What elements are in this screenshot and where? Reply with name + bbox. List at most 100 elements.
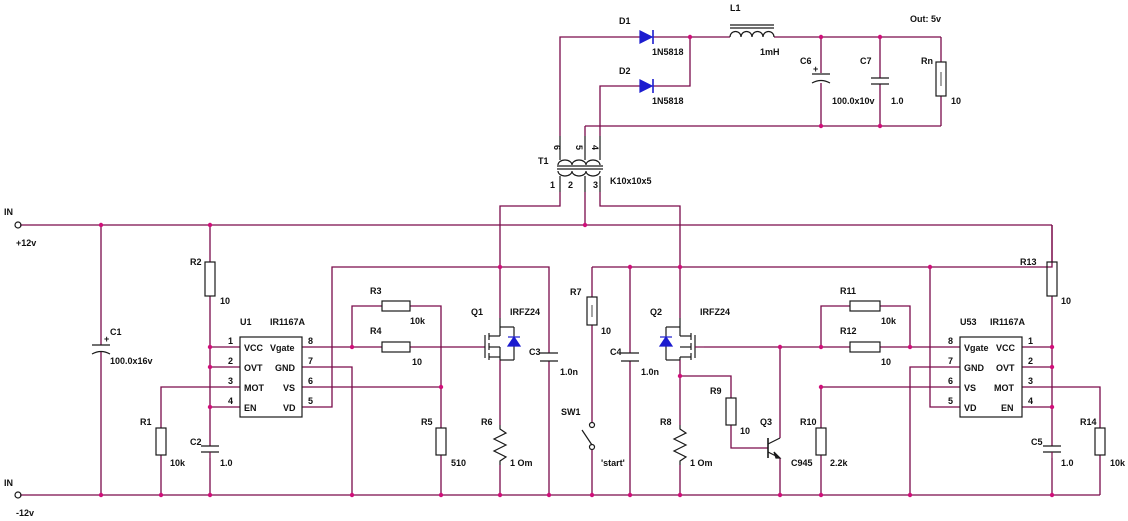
c1-ref-label: C1 xyxy=(110,327,122,337)
u53-pin3-wire xyxy=(1022,386,1101,428)
r9-top-wire xyxy=(680,375,732,398)
c5-capacitor-symbol xyxy=(1043,445,1061,453)
c1-value-label: 100.0x16v xyxy=(110,356,153,366)
u53-pin5-name: VD xyxy=(964,403,977,413)
r11-left-wire xyxy=(820,305,850,347)
t1-pin2-label: 2 xyxy=(568,180,573,190)
q2-ref-label: Q2 xyxy=(650,307,662,317)
q1-mosfet-symbol xyxy=(484,318,522,361)
junction-dot xyxy=(1049,492,1055,498)
t1-pin1-label: 1 xyxy=(550,180,555,190)
u53-pin1-name: VCC xyxy=(996,343,1016,353)
r10-ref-label: R10 xyxy=(800,417,817,427)
junction-dot xyxy=(1049,404,1055,410)
u1-pin6-name: VS xyxy=(283,383,295,393)
c2-value-label: 1.0 xyxy=(220,458,233,468)
l1-value-label: 1mH xyxy=(760,47,780,57)
r14-value-label: 10k xyxy=(1110,458,1126,468)
u1-pin7-name: GND xyxy=(275,363,296,373)
q3-part-label: C945 xyxy=(791,458,813,468)
r2-resistor-body xyxy=(204,261,216,297)
r10-value-label: 2.2k xyxy=(830,458,849,468)
junction-dot xyxy=(1049,364,1055,370)
d2-part-label: 1N5818 xyxy=(652,96,684,106)
r6-ref-label: R6 xyxy=(481,417,493,427)
u53-pin3-name: MOT xyxy=(994,383,1014,393)
d1-part-label: 1N5818 xyxy=(652,47,684,57)
c4-ref-label: C4 xyxy=(610,347,622,357)
u53-pin7-num: 7 xyxy=(948,356,953,366)
u53-part-label: IR1167A xyxy=(990,317,1026,327)
t1-pin3-wire xyxy=(599,192,681,318)
c5-ref-label: C5 xyxy=(1031,437,1043,447)
u1-pin7-num: 7 xyxy=(308,356,313,366)
in-plus12-terminal xyxy=(14,221,22,229)
u53-pin2-name: OVT xyxy=(996,363,1015,373)
junction-dot xyxy=(497,264,503,270)
t1-pin5-label: 5 xyxy=(574,145,584,150)
svg-text:+: + xyxy=(813,64,818,74)
u1-pin4-num: 4 xyxy=(228,396,233,406)
u1-ref-label: U1 xyxy=(240,317,252,327)
in-minus-label: IN xyxy=(4,478,13,488)
junction-dot xyxy=(818,384,824,390)
junction-dot xyxy=(207,492,213,498)
c3-ref-label: C3 xyxy=(529,347,541,357)
junction-dot xyxy=(627,492,633,498)
t1-pin4-label: 4 xyxy=(590,145,600,150)
t1-pin1-wire xyxy=(499,192,561,318)
right-top-wire xyxy=(680,225,1053,268)
r9-to-q3-wire xyxy=(730,425,768,449)
junction-dot xyxy=(818,344,824,350)
sw1-label: 'start' xyxy=(601,458,625,468)
sw1-switch-symbol xyxy=(581,421,596,451)
junction-dot xyxy=(677,373,683,379)
junction-dot xyxy=(98,492,104,498)
u1-part-label: IR1167A xyxy=(270,317,306,327)
junction-dot xyxy=(497,492,503,498)
r13-resistor-body xyxy=(1046,261,1058,297)
r7-resistor-body xyxy=(586,296,598,326)
t1-pin6-label: 6 xyxy=(552,145,562,150)
junction-dot xyxy=(349,492,355,498)
junction-dot xyxy=(927,264,933,270)
r8-value-label: 1 Om xyxy=(690,458,713,468)
u1-pin3-wire xyxy=(160,386,240,428)
r14-ref-label: R14 xyxy=(1080,417,1097,427)
u53-pin4-num: 4 xyxy=(1028,396,1033,406)
u53-pin5-num: 5 xyxy=(948,396,953,406)
junction-dot xyxy=(907,492,913,498)
c2-capacitor-symbol xyxy=(201,445,219,453)
c7-ref-label: C7 xyxy=(860,56,872,66)
t1-core-label: K10x10x5 xyxy=(610,176,652,186)
u53-pin7-name: GND xyxy=(964,363,985,373)
junction-dot xyxy=(438,384,444,390)
r3-value-label: 10k xyxy=(410,316,426,326)
c6-ref-label: C6 xyxy=(800,56,812,66)
u53-pin5-wire xyxy=(929,267,960,408)
r4-ref-label: R4 xyxy=(370,326,382,336)
u1-pin2-name: OVT xyxy=(244,363,263,373)
u53-pin8-name: Vgate xyxy=(964,343,989,353)
junction-dot xyxy=(589,492,595,498)
u1-pin1-num: 1 xyxy=(228,336,233,346)
r8-ref-label: R8 xyxy=(660,417,672,427)
d2-anode-wire xyxy=(599,85,640,126)
wires xyxy=(20,36,1101,496)
rn-resistor-body xyxy=(935,61,947,97)
junction-dot xyxy=(582,222,588,228)
l1-inductor-symbol xyxy=(729,24,775,38)
junction-dot xyxy=(818,123,824,129)
junction-dot xyxy=(627,264,633,270)
c6-value-label: 100.0x10v xyxy=(832,96,875,106)
c5-value-label: 1.0 xyxy=(1061,458,1074,468)
junction-dot xyxy=(777,492,783,498)
c6-capacitor-symbol: + xyxy=(811,64,831,84)
r5-ref-label: R5 xyxy=(421,417,433,427)
q2-part-label: IRFZ24 xyxy=(700,307,730,317)
r13-ref-label: R13 xyxy=(1020,257,1037,267)
in-minus-voltage-label: -12v xyxy=(16,508,34,518)
r1-value-label: 10k xyxy=(170,458,186,468)
